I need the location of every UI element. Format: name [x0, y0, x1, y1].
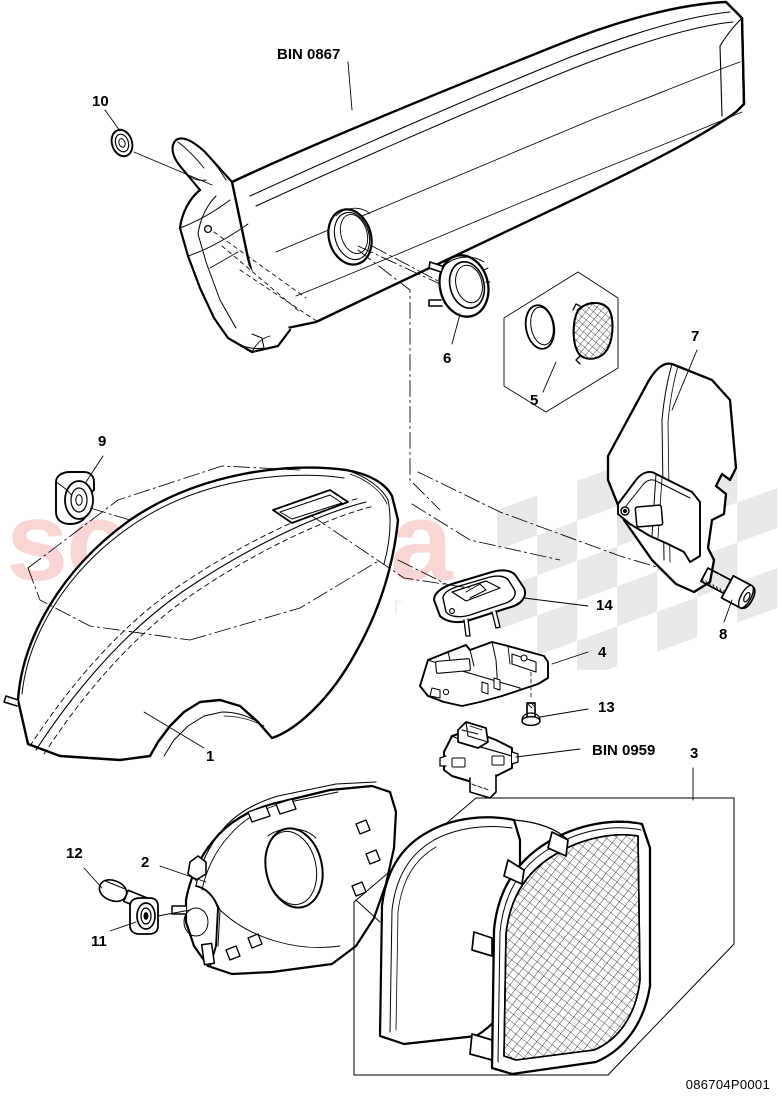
callout-7: 7	[691, 328, 700, 345]
leader-9	[85, 455, 104, 483]
part-side-trim-panel	[171, 781, 398, 976]
speaker-aperture	[327, 207, 373, 266]
leader-4	[551, 651, 589, 665]
leader-7	[671, 349, 698, 411]
part-dashboard-upper-trim-panel	[3, 466, 400, 762]
callout-1: 1	[206, 748, 215, 765]
callout-bin-0867: BIN 0867	[277, 46, 341, 63]
leader-grommet-to-panel	[89, 507, 131, 521]
callout-5: 5	[530, 392, 539, 409]
part-socket-head-bolt	[700, 567, 756, 610]
part-switch-surround-bezel	[433, 569, 527, 637]
part-speaker-trim-ring	[428, 254, 491, 318]
part-electrical-switch-module	[439, 721, 519, 799]
leader-washer-to-panel	[133, 151, 213, 186]
callout-11: 11	[91, 933, 107, 950]
leader-14	[523, 597, 589, 607]
callout-10: 10	[92, 93, 109, 110]
leader-6	[451, 313, 461, 345]
part-grommet-large	[55, 471, 95, 525]
leader-11	[109, 921, 137, 932]
callout-4: 4	[598, 644, 607, 661]
callout-bin-0959: BIN 0959	[592, 742, 656, 759]
leader-grommet-to-trim	[157, 909, 191, 917]
part-fixing-screw	[521, 702, 541, 727]
part-instrument-panel-cover	[171, 0, 746, 354]
part-washer	[110, 128, 134, 158]
leader-1	[143, 711, 205, 749]
callout-3: 3	[690, 745, 699, 762]
part-grommet-small	[129, 897, 159, 935]
switch-aperture-in-panel	[272, 489, 349, 524]
sheet-code: 086704P0001	[685, 1077, 770, 1092]
callout-8: 8	[719, 626, 728, 643]
leader-5	[542, 361, 557, 393]
leader-bin-0959	[515, 748, 581, 758]
callout-14: 14	[596, 597, 613, 614]
part-mesh-grille-assembly	[353, 797, 735, 1076]
leader-3-box	[355, 899, 381, 923]
leader-8	[723, 599, 733, 623]
leader-bin-0867	[347, 61, 353, 111]
callout-2: 2	[141, 854, 150, 871]
leader-12	[83, 867, 103, 889]
callout-12: 12	[66, 845, 83, 862]
part-switch-mounting-bracket	[419, 641, 549, 707]
leader-2	[159, 865, 207, 883]
callout-13: 13	[598, 699, 615, 716]
leader-13	[539, 708, 589, 718]
part-speaker-grille-kit	[503, 271, 619, 413]
part-end-cap-trim	[606, 362, 738, 594]
construction-box-panel-1	[27, 465, 381, 641]
callout-9: 9	[98, 433, 107, 450]
leader-10	[104, 109, 121, 132]
callout-6: 6	[443, 350, 452, 367]
